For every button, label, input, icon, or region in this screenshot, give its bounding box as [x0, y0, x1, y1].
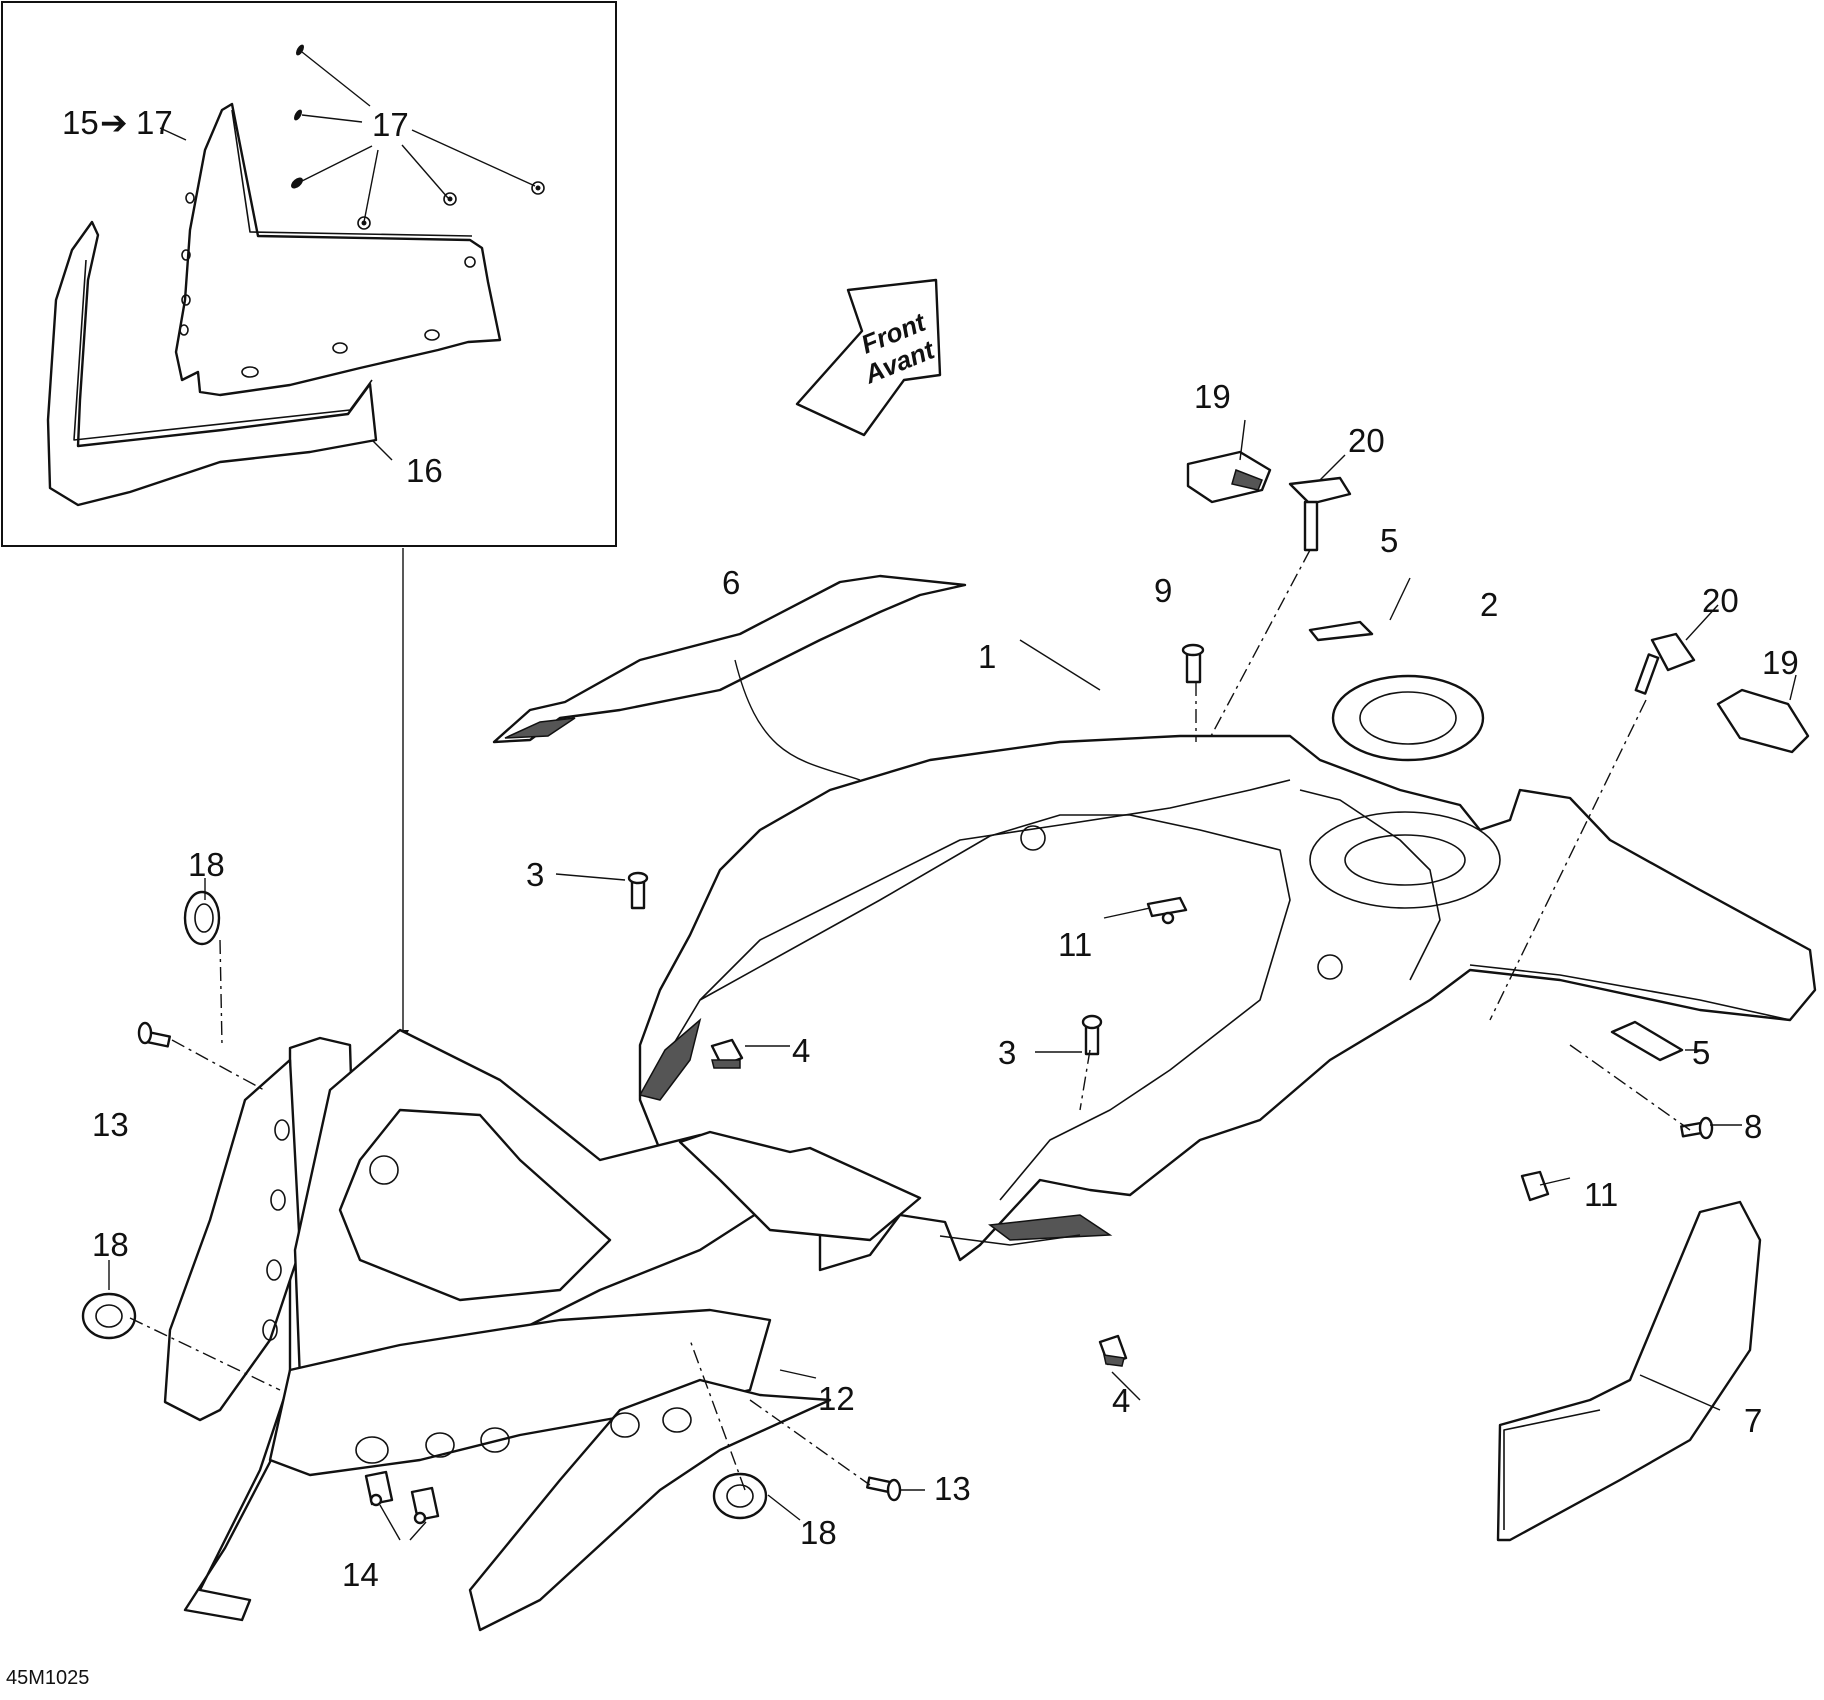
clip-14-b — [410, 1486, 440, 1525]
callout-18-bottom: 18 — [800, 1514, 837, 1551]
callout-13-left: 13 — [92, 1106, 129, 1143]
rivet-17-a — [296, 44, 304, 56]
leader-lines — [108, 419, 1797, 1541]
cap-recess — [1309, 811, 1501, 909]
callout-20-left: 20 — [1348, 422, 1385, 459]
callout-7: 7 — [1744, 1402, 1762, 1439]
callout-15-arrow-glyph: ➔ — [100, 104, 128, 141]
clip-14-a — [364, 1470, 394, 1507]
callout-3-left: 3 — [526, 856, 544, 893]
part-1-screw-boss-b — [1317, 954, 1343, 980]
callout-15-from: 15 — [62, 104, 99, 141]
part-12-front-fascia[interactable] — [163, 1028, 922, 1632]
nut-17-b — [443, 192, 457, 206]
fascia-holes — [262, 1119, 692, 1464]
callout-8: 8 — [1744, 1108, 1762, 1145]
latch-20-left — [1288, 476, 1352, 552]
nut-17-c — [531, 181, 545, 195]
part-7-side-trim[interactable] — [1496, 1200, 1762, 1542]
callout-4-right: 4 — [1112, 1382, 1130, 1419]
rivet-17-b — [294, 109, 302, 121]
part-5-strip-lower[interactable] — [1610, 1020, 1684, 1062]
cap-ring-inner — [1359, 691, 1457, 745]
part-1-side-crease — [1299, 789, 1441, 981]
part-16-inner-edge — [73, 259, 373, 441]
screw-13-right — [866, 1476, 902, 1502]
part-16-trim[interactable] — [46, 220, 378, 507]
callout-1: 1 — [978, 638, 996, 675]
callout-19-left: 19 — [1194, 378, 1231, 415]
inset-panel: 15 ➔ 17 17 16 — [1, 1, 617, 547]
callout-2: 2 — [1480, 586, 1498, 623]
dash-lines — [129, 549, 1691, 1491]
part-1-screw-boss-a — [1020, 825, 1046, 851]
part-1-front-shadow — [638, 1017, 702, 1101]
cap-recess-inner — [1344, 834, 1466, 886]
callout-19-right: 19 — [1762, 644, 1799, 681]
callout-18-top: 18 — [188, 846, 225, 883]
inset-leaders — [159, 51, 536, 461]
grommet-18-bottom — [712, 1472, 768, 1520]
callout-11-right: 11 — [1584, 1176, 1618, 1213]
part-6-tip — [504, 717, 576, 739]
clip-4-right — [1098, 1334, 1128, 1367]
front-arrow-shape — [795, 278, 942, 437]
part-1-crease — [669, 779, 1291, 1051]
callout-12: 12 — [818, 1380, 855, 1417]
grommet-18-left — [81, 1292, 137, 1340]
part-6-decal-strip[interactable] — [492, 574, 967, 744]
callout-18-left: 18 — [92, 1226, 129, 1263]
callout-numbers: 1 2 3 3 4 4 5 5 6 7 8 9 11 11 12 13 13 1… — [92, 378, 1799, 1593]
fasteners-17 — [291, 44, 545, 230]
callout-17: 17 — [372, 106, 409, 143]
part-7-edge — [1503, 1409, 1601, 1530]
callout-14: 14 — [342, 1556, 379, 1593]
callout-15-to: 17 — [136, 104, 173, 141]
fascia-center-window — [338, 1108, 612, 1302]
front-direction-arrow: Front Avant — [795, 278, 942, 437]
callout-5-upper: 5 — [1380, 522, 1398, 559]
screw-3-right — [1081, 1014, 1103, 1056]
part-1-bottom-shadow — [988, 1214, 1113, 1241]
fascia-top — [678, 1130, 922, 1242]
latch-20-right — [1634, 632, 1696, 695]
callout-13-right: 13 — [934, 1470, 971, 1507]
screw-9 — [1181, 643, 1205, 684]
nut-17-a — [357, 216, 371, 230]
clip-4-left — [710, 1038, 744, 1069]
screw-8 — [1680, 1116, 1714, 1140]
panel-holes — [179, 192, 476, 378]
fascia-left-panel — [163, 1058, 302, 1422]
part-15-17-panel[interactable] — [174, 102, 502, 397]
cap-ring-outer — [1331, 674, 1485, 762]
callout-11-center: 11 — [1058, 926, 1092, 963]
knob-19-right — [1716, 688, 1810, 754]
part-15-edge — [231, 109, 473, 237]
part-1-main-body[interactable] — [638, 734, 1817, 1272]
grommet-18-top — [183, 890, 221, 946]
callout-16: 16 — [406, 452, 443, 489]
fascia-right-arm — [468, 1378, 832, 1632]
rivet-17-c — [291, 177, 303, 189]
clip-11-center — [1146, 896, 1188, 925]
part-2-cap-ring[interactable] — [1309, 674, 1501, 909]
callout-6: 6 — [722, 564, 740, 601]
knob-19-left — [1186, 450, 1272, 504]
callout-3-right: 3 — [998, 1034, 1016, 1071]
callout-20-right: 20 — [1702, 582, 1739, 619]
callout-9: 9 — [1154, 572, 1172, 609]
clip-11-right — [1520, 1170, 1550, 1202]
callout-5-lower: 5 — [1692, 1034, 1710, 1071]
screw-13-left — [137, 1021, 171, 1048]
fasteners-main — [81, 450, 1810, 1525]
figure-code: 45M1025 — [6, 1667, 89, 1689]
screw-3-left — [627, 871, 649, 910]
inset-callouts: 15 ➔ 17 17 16 — [62, 104, 443, 489]
callout-4-left: 4 — [792, 1032, 810, 1069]
part-5-strip-upper[interactable] — [1308, 620, 1374, 642]
